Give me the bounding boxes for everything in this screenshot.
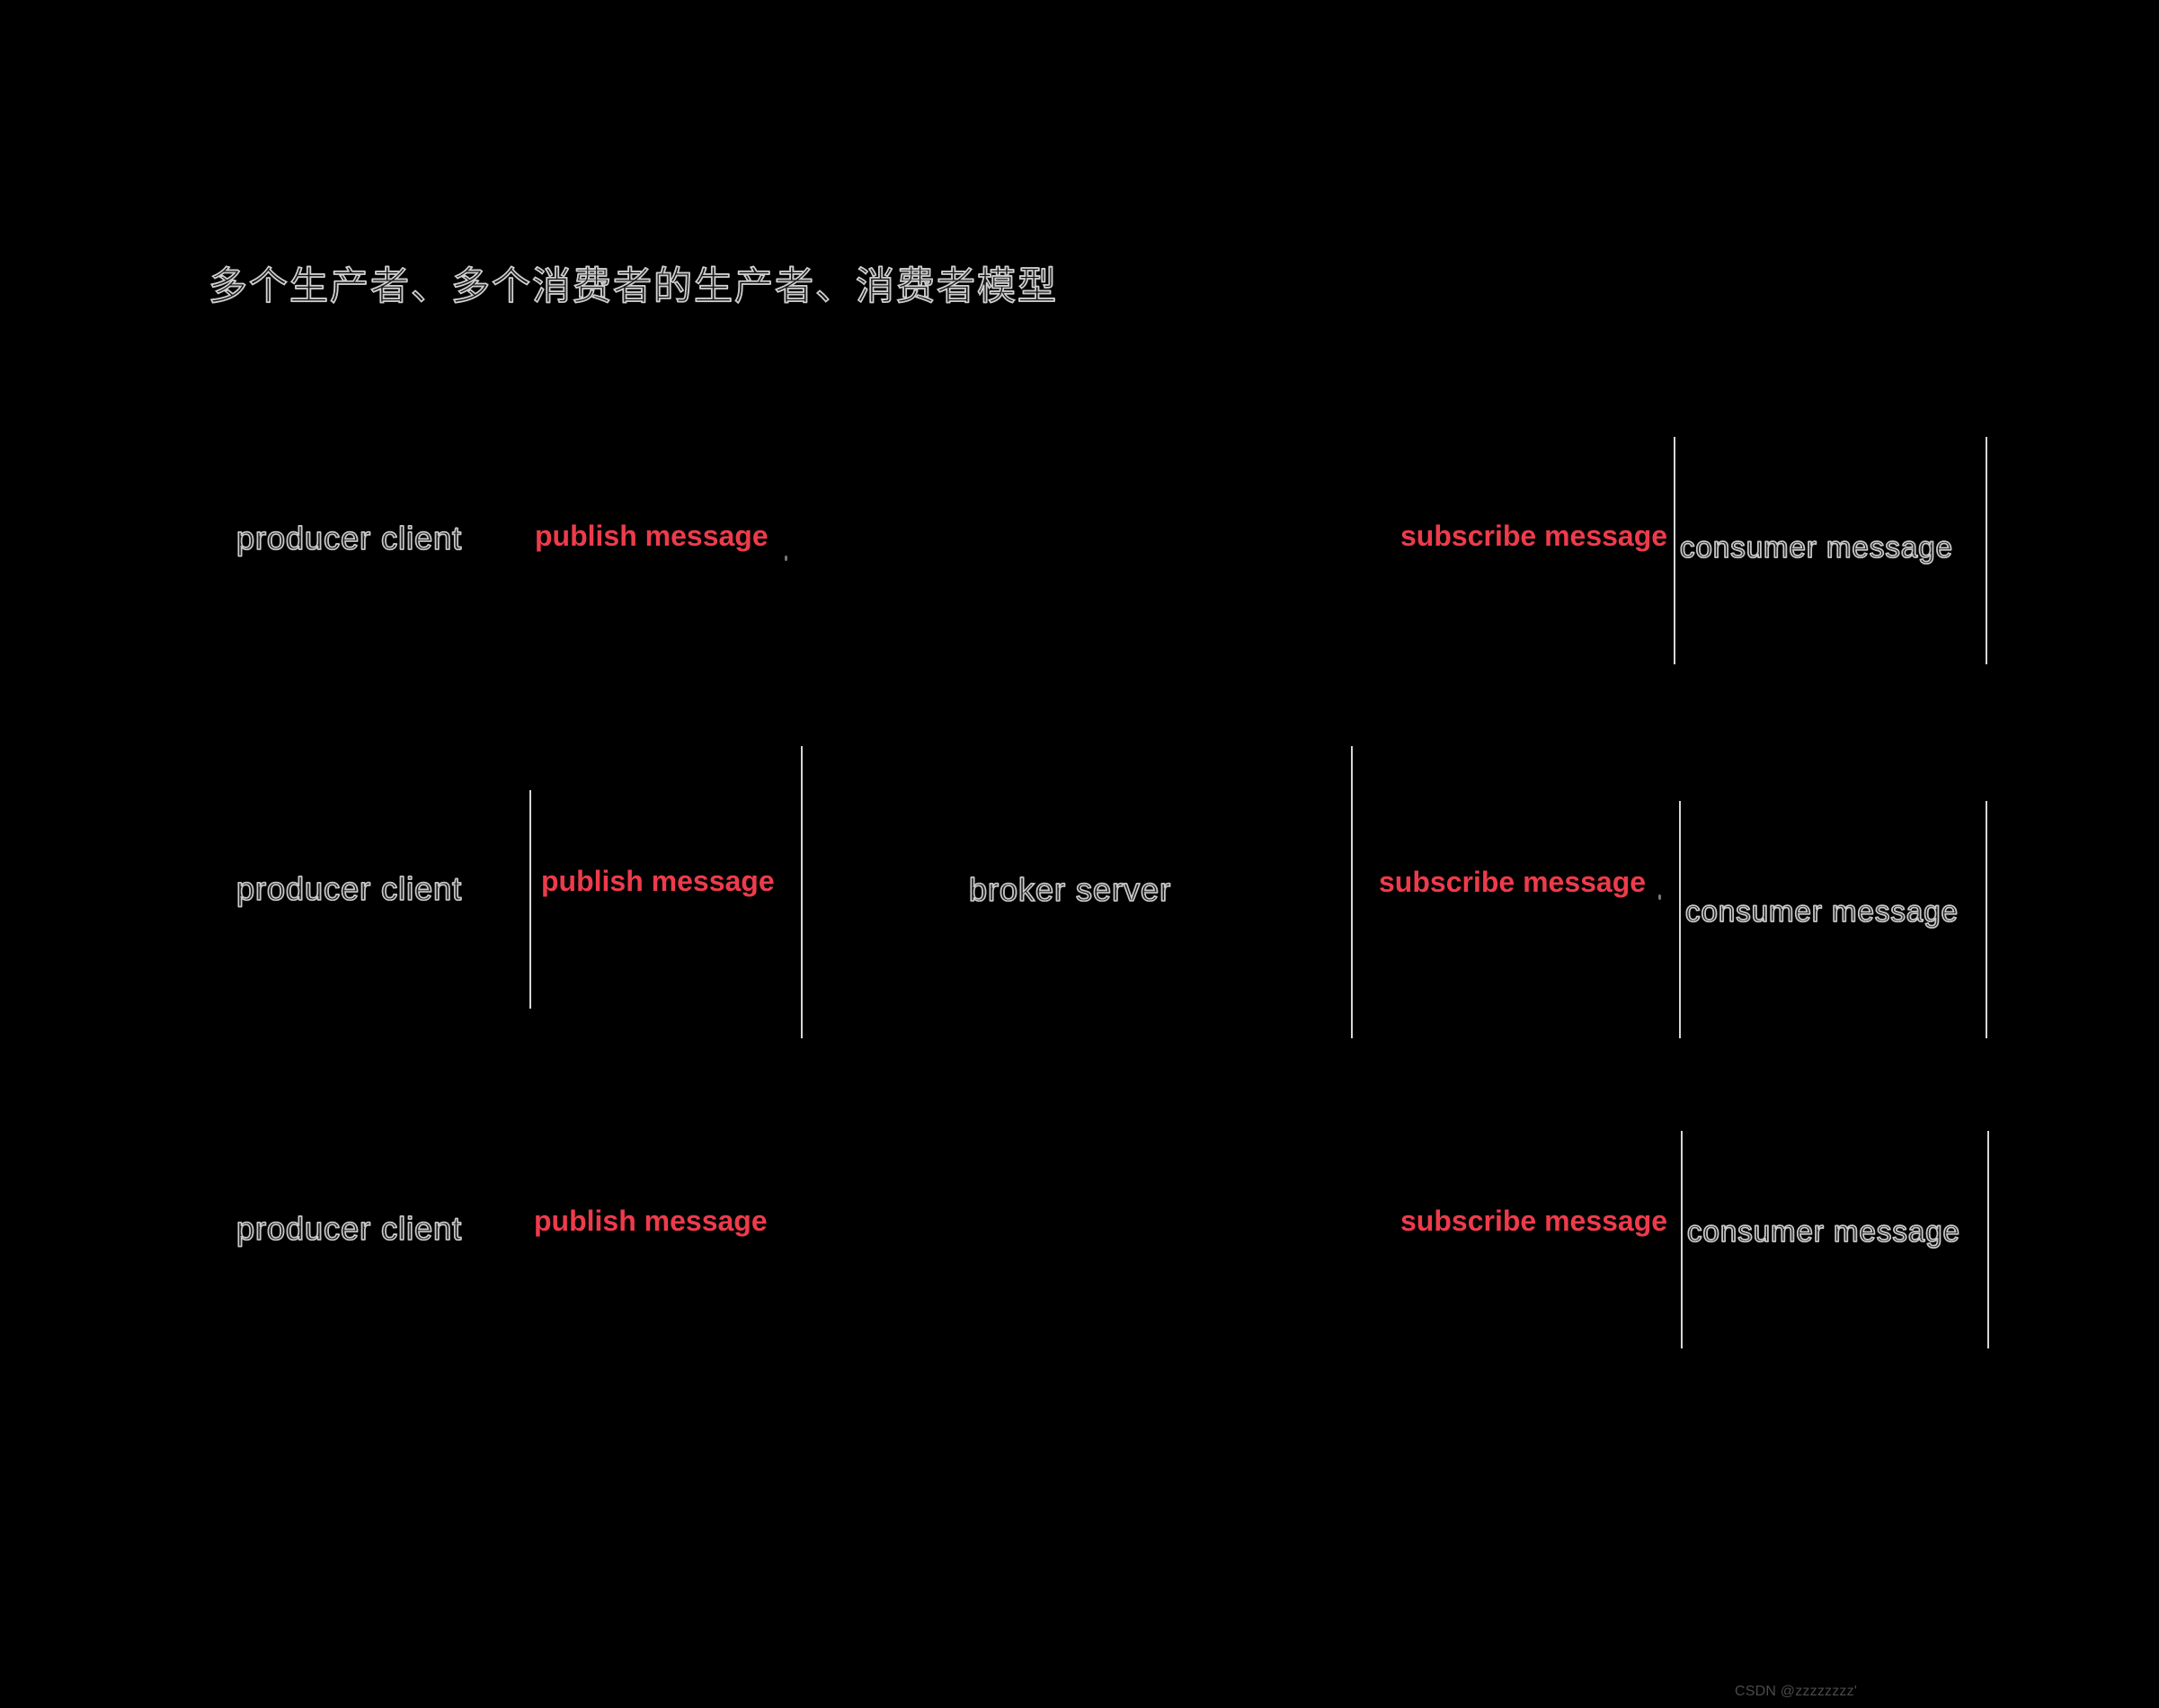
subscribe-message-1: subscribe message: [1400, 520, 1668, 552]
producer-client-2: producer client: [235, 869, 463, 908]
broker-boundary-left: [801, 746, 803, 1038]
consumer-lifeline-right-3: [1987, 1131, 1989, 1348]
broker-server-label: broker server: [968, 870, 1172, 909]
consumer-message-1: consumer message: [1679, 529, 1953, 565]
consumer-lifeline-left-2: [1679, 801, 1681, 1038]
stray-artifact-dot: [785, 556, 787, 561]
publish-message-1: publish message: [535, 520, 769, 552]
consumer-lifeline-left-3: [1681, 1131, 1683, 1348]
consumer-message-2: consumer message: [1684, 894, 1959, 929]
publish-message-2: publish message: [541, 865, 775, 897]
csdn-watermark: CSDN @zzzzzzzz': [1735, 1684, 1858, 1699]
producer-lifeline-left-2: [529, 790, 531, 1009]
page-title: 多个生产者、多个消费者的生产者、消费者模型: [208, 264, 1058, 309]
consumer-lifeline-left-1: [1674, 437, 1675, 664]
subscribe-message-3: subscribe message: [1400, 1205, 1668, 1237]
consumer-lifeline-right-1: [1986, 437, 1987, 664]
producer-client-1: producer client: [235, 519, 463, 557]
consumer-lifeline-right-2: [1986, 801, 1987, 1038]
consumer-message-3: consumer message: [1686, 1214, 1960, 1249]
producer-client-3: producer client: [235, 1209, 463, 1248]
publish-message-3: publish message: [534, 1205, 768, 1237]
subscribe-message-2: subscribe message: [1379, 866, 1647, 898]
broker-boundary-right: [1351, 746, 1353, 1038]
stray-artifact-dot-2: [1658, 894, 1661, 900]
